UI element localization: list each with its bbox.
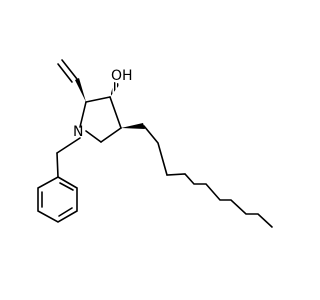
benzene-ring	[37, 176, 78, 223]
wedge-bond-c4-chain	[121, 123, 145, 129]
vinyl-double-bond-a	[61, 59, 78, 80]
ring-bond-c3-c4	[109, 96, 122, 129]
ring-bond-n-c2	[79, 101, 87, 128]
ring-bond-c2-c3	[85, 96, 111, 103]
octyl-chain	[143, 125, 273, 228]
structure-canvas: OH N	[37, 59, 273, 228]
benzene-inner-double-2	[58, 207, 73, 217]
ring-bond-c5-n	[85, 130, 102, 143]
hydroxyl-label: OH	[111, 68, 133, 84]
nitrogen-label: N	[73, 124, 83, 140]
bond-benzyl-phenyl	[56, 152, 59, 178]
benzene-inner-double-1	[59, 182, 74, 191]
hash-bond-c3-oh	[110, 82, 120, 97]
ring-bond-c4-c5	[100, 127, 122, 143]
wedge-bond-c2-vinyl	[75, 78, 86, 102]
vinyl-double-bond-b	[57, 63, 73, 83]
bond-n-benzyl	[56, 137, 81, 154]
molecule-structure: OH N	[37, 59, 273, 228]
